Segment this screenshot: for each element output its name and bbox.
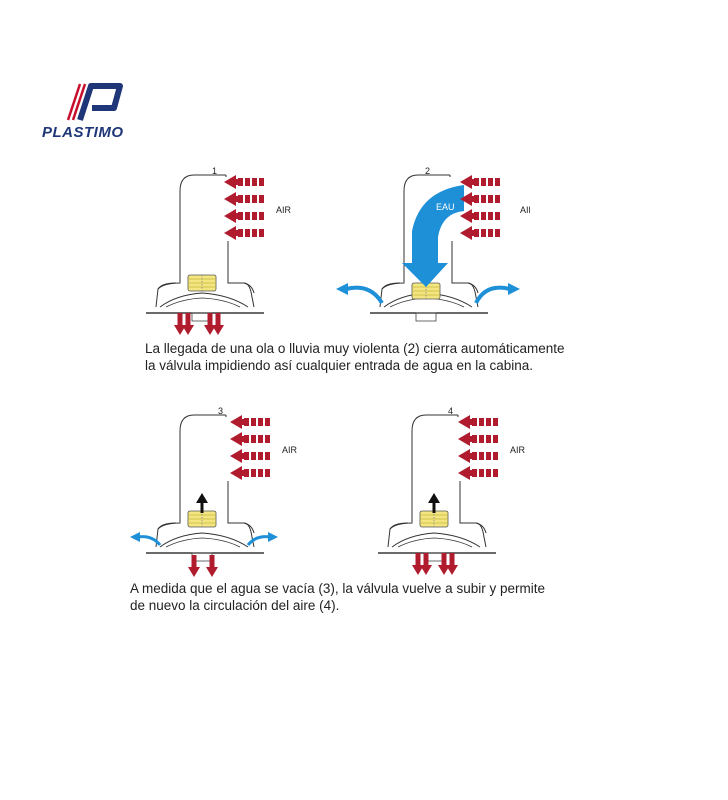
down-arrow: [446, 553, 458, 575]
air-arrow: [458, 415, 498, 429]
down-arrow: [212, 313, 224, 335]
air-arrow: [224, 209, 264, 223]
air-arrow: [230, 432, 270, 446]
air-label: AIR: [282, 445, 298, 455]
air-arrow: [230, 466, 270, 480]
panel-number: 3: [218, 406, 223, 416]
panel-number: 4: [448, 406, 453, 416]
air-arrow: [224, 226, 264, 240]
plastimo-logo: PLASTIMO: [38, 78, 142, 144]
caption-bottom: A medida que el agua se vacía (3), la vá…: [130, 580, 545, 614]
air-arrow: [224, 175, 264, 189]
air-arrow: [230, 415, 270, 429]
down-arrow: [420, 553, 432, 575]
caption-top: La llegada de una ola o lluvia muy viole…: [145, 340, 565, 374]
diagram-panel-3: 3 AIR: [130, 405, 300, 580]
air-arrow: [460, 192, 500, 206]
up-arrow: [428, 493, 440, 513]
air-arrow: [224, 192, 264, 206]
air-arrow: [458, 466, 498, 480]
down-arrow: [204, 313, 216, 335]
air-arrow: [458, 449, 498, 463]
up-arrow: [196, 493, 208, 513]
air-arrow: [460, 175, 500, 189]
air-arrow: [458, 432, 498, 446]
down-arrow: [188, 555, 200, 577]
caption-line: de nuevo la circulación del aire (4).: [130, 598, 340, 613]
water-label: EAU: [436, 202, 455, 212]
air-label: AIR: [510, 445, 526, 455]
caption-line: la válvula impidiendo así cualquier entr…: [145, 358, 534, 373]
panel-number: 2: [425, 166, 430, 176]
down-arrow: [412, 553, 424, 575]
air-label: AIR: [276, 205, 292, 215]
down-arrow: [438, 553, 450, 575]
caption-line: A medida que el agua se vacía (3), la vá…: [130, 581, 545, 596]
plastimo-flag-logo-icon: [66, 83, 123, 121]
air-arrow: [460, 226, 500, 240]
down-arrow: [174, 313, 186, 335]
air-arrow: [460, 209, 500, 223]
air-label: AIR: [520, 205, 530, 215]
water-stream: [402, 185, 464, 287]
diagram-panel-1: 1 AIR: [136, 165, 306, 340]
down-arrow: [206, 555, 218, 577]
diagram-panel-2: 2 EAU AIR: [330, 165, 530, 340]
caption-line: La llegada de una ola o lluvia muy viole…: [145, 341, 565, 356]
air-arrow: [230, 449, 270, 463]
brand-name: PLASTIMO: [42, 124, 124, 141]
diagram-panel-4: 4 AIR: [368, 405, 548, 580]
panel-number: 1: [212, 166, 217, 176]
